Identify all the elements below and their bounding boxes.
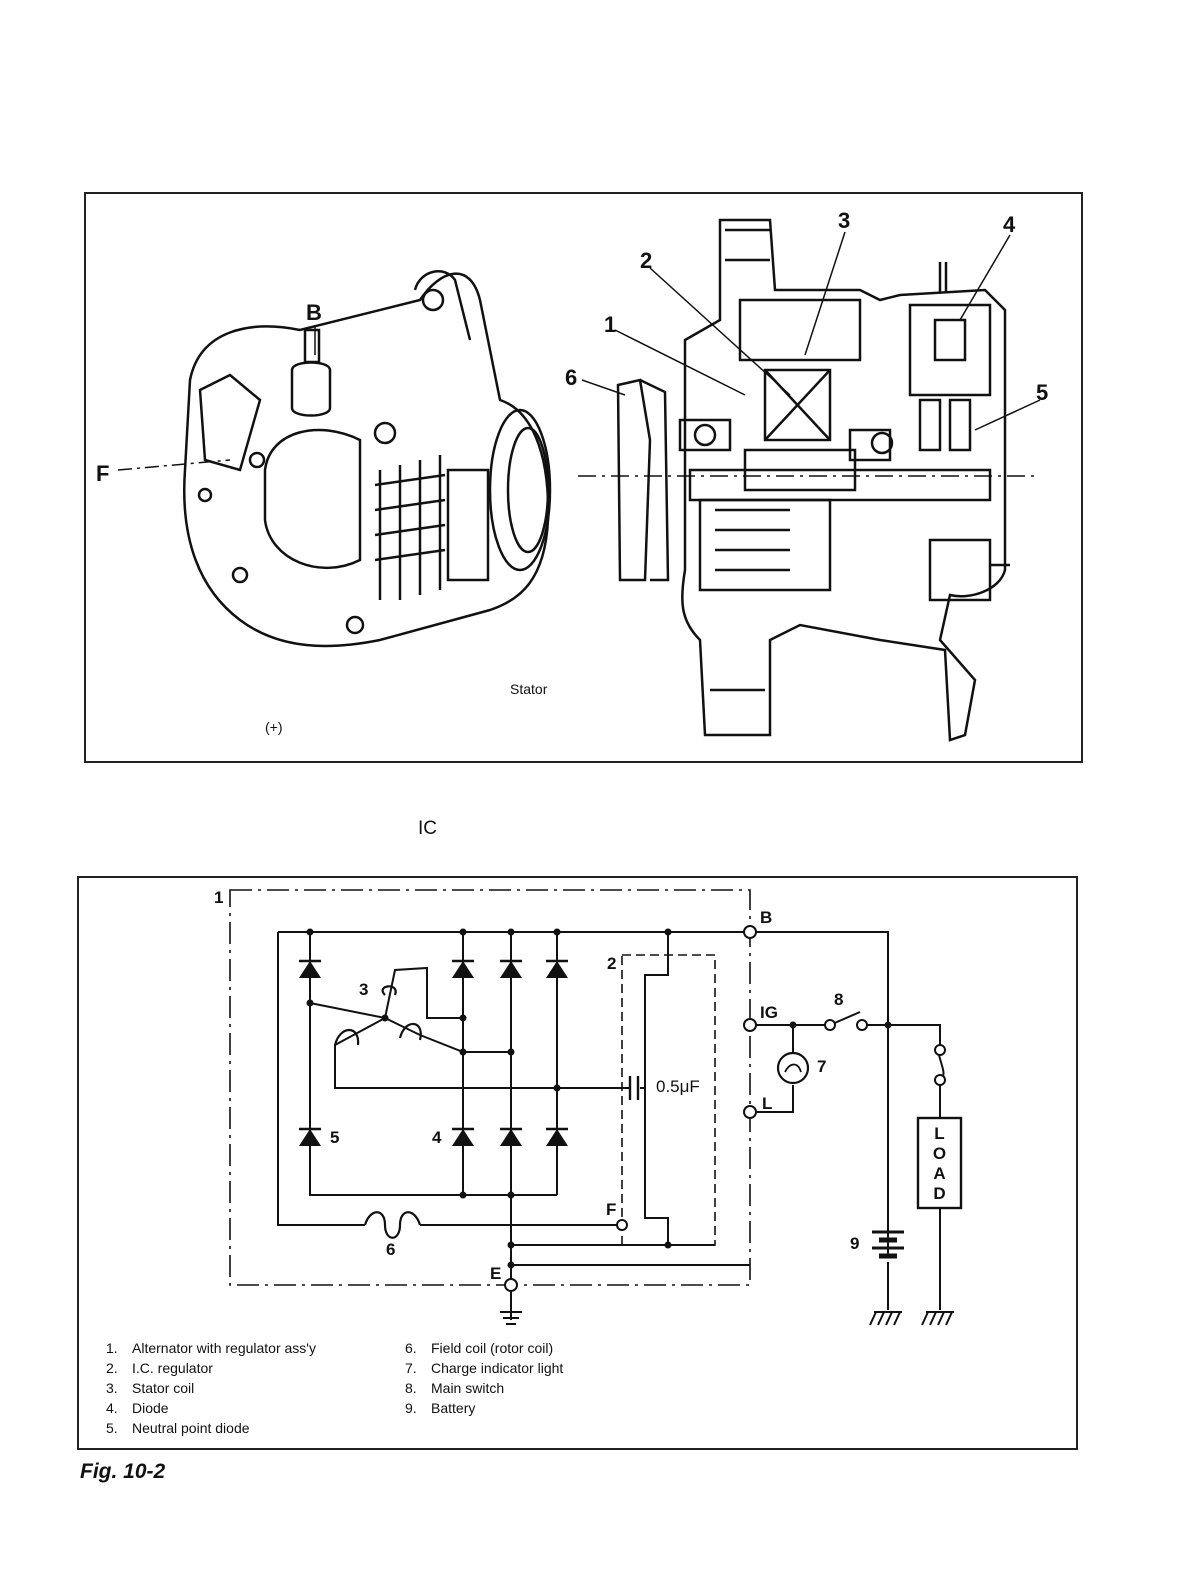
legend-item: 6.Field coil (rotor coil) xyxy=(405,1338,563,1358)
legend-item: 8.Main switch xyxy=(405,1378,563,1398)
load-letter: L xyxy=(918,1124,961,1144)
label-6: 6 xyxy=(386,1240,395,1260)
label-3: 3 xyxy=(359,980,368,1000)
load-letter: D xyxy=(918,1184,961,1204)
label-5: 5 xyxy=(330,1128,339,1148)
legend-item: 1.Alternator with regulator ass'y xyxy=(106,1338,316,1358)
legend-item: 9.Battery xyxy=(405,1398,563,1418)
label-9: 9 xyxy=(850,1234,859,1254)
label-2: 2 xyxy=(607,954,616,974)
legend-right: 6.Field coil (rotor coil) 7.Charge indic… xyxy=(405,1338,563,1418)
legend-item: 5.Neutral point diode xyxy=(106,1418,316,1438)
legend-item: 3.Stator coil xyxy=(106,1378,316,1398)
terminal-e: E xyxy=(490,1264,501,1284)
legend-left: 1.Alternator with regulator ass'y 2.I.C.… xyxy=(106,1338,316,1438)
label-4: 4 xyxy=(432,1128,441,1148)
label-7: 7 xyxy=(817,1057,826,1077)
load-letter: A xyxy=(918,1164,961,1184)
load-label: L O A D xyxy=(918,1124,961,1204)
legend-item: 7.Charge indicator light xyxy=(405,1358,563,1378)
label-8: 8 xyxy=(834,990,843,1010)
terminal-l: L xyxy=(762,1094,772,1114)
capacitor-value: 0.5μF xyxy=(656,1077,700,1097)
charge-indicator-lamp xyxy=(778,1053,808,1083)
load-letter: O xyxy=(918,1144,961,1164)
legend-item: 4.Diode xyxy=(106,1398,316,1418)
terminal-b: B xyxy=(760,908,772,928)
label-1: 1 xyxy=(214,888,223,908)
diode-group-upper xyxy=(299,961,568,978)
terminal-f: F xyxy=(606,1200,616,1220)
terminal-ig: IG xyxy=(760,1003,778,1023)
figure-caption: Fig. 10-2 xyxy=(80,1460,165,1484)
legend-item: 2.I.C. regulator xyxy=(106,1358,316,1378)
